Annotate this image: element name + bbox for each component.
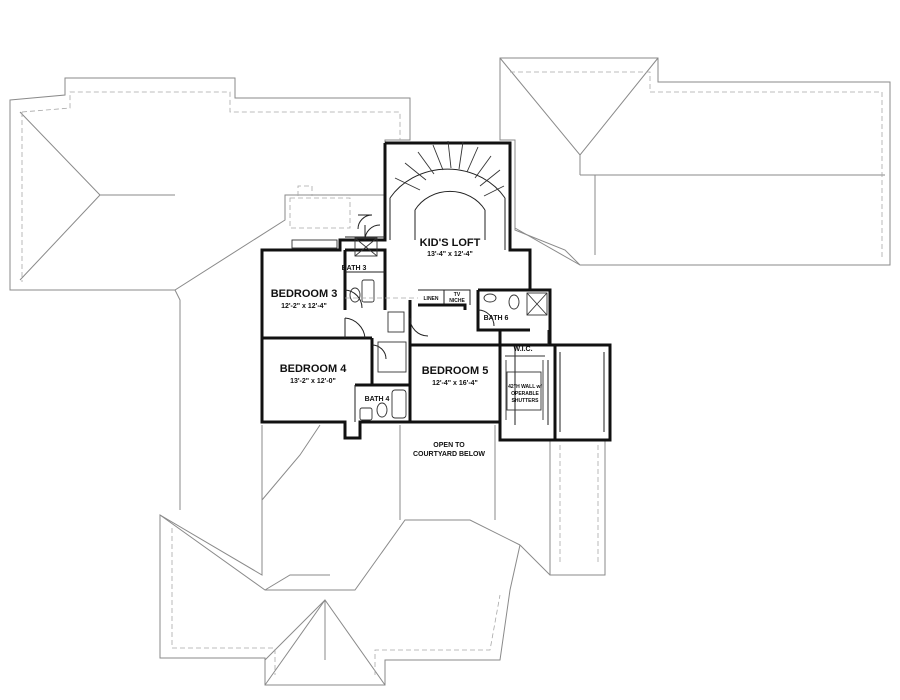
interior-walls (262, 236, 550, 422)
roof-outline (9, 57, 891, 686)
bedroom-3-label: BEDROOM 3 (271, 288, 338, 300)
bedroom-4-label: BEDROOM 4 (280, 363, 348, 375)
bedroom-5-dimension: 12'-4" x 16'-4" (432, 380, 478, 387)
tv-niche-label-line2: NICHE (449, 298, 465, 304)
kids-loft-label: KID'S LOFT (420, 237, 481, 249)
open-to-courtyard-line1: OPEN TO (433, 442, 465, 449)
bath-4-label: BATH 4 (365, 396, 390, 403)
bedroom-3-dimension: 12'-2" x 12'-4" (281, 303, 327, 310)
bedroom-5-label: BEDROOM 5 (422, 365, 489, 377)
bath-3-label: BATH 3 (342, 265, 367, 272)
shutter-wall-note-line2: OPERABLE (511, 391, 539, 397)
wic-label: W.I.C. (513, 346, 532, 353)
open-to-courtyard-line2: COURTYARD BELOW (413, 451, 485, 458)
shutter-wall-note-line1: 42"H WALL w/ (508, 384, 542, 390)
bath-6-label: BATH 6 (484, 315, 509, 322)
bedroom-4-dimension: 13'-2" x 12'-0" (290, 378, 336, 385)
room-labels: KID'S LOFT 13'-4" x 12'-4" BEDROOM 3 12'… (271, 237, 533, 403)
tv-niche-label-line1: TV (454, 292, 461, 298)
shutter-wall-note-line3: SHUTTERS (512, 398, 540, 404)
kids-loft-dimension: 13'-4" x 12'-4" (427, 251, 473, 258)
door-swings (344, 214, 495, 360)
plan-notes: OPEN TO COURTYARD BELOW 42"H WALL w/ OPE… (413, 384, 542, 458)
spiral-staircase (389, 140, 506, 250)
linen-label: LINEN (424, 296, 439, 302)
bath-fixtures (291, 237, 548, 421)
